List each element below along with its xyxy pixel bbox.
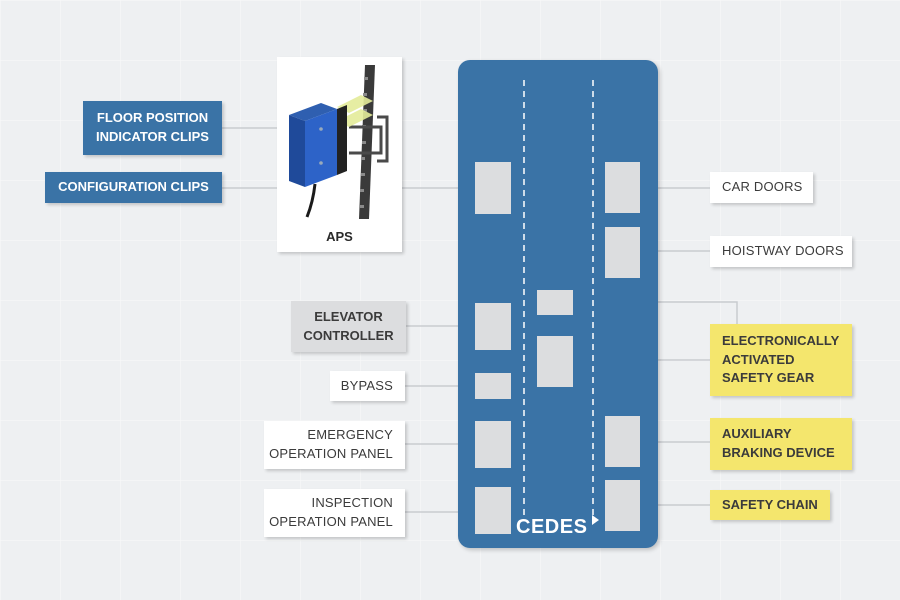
elevator-controller-box: ELEVATOR CONTROLLER <box>291 301 406 352</box>
safety-gear-label-line2: ACTIVATED <box>722 351 795 367</box>
elevator-controller-label-line2: CONTROLLER <box>303 327 394 343</box>
mounting-bracket <box>349 115 389 163</box>
emergency-label-line2: OPERATION PANEL <box>269 446 393 461</box>
configuration-clips-label: CONFIGURATION CLIPS <box>58 179 209 195</box>
car-doors-box: CAR DOORS <box>710 172 813 203</box>
slot-hoistway-doors <box>605 227 640 278</box>
slot-bypass <box>475 373 511 399</box>
auxiliary-label-line1: AUXILIARY <box>722 426 792 442</box>
aps-sensor-card: APS <box>277 57 402 252</box>
slot-emergency <box>475 421 511 468</box>
floor-position-label-line2: INDICATOR CLIPS <box>96 129 209 144</box>
bypass-box: BYPASS <box>330 371 405 401</box>
safety-chain-box: SAFETY CHAIN <box>710 490 830 520</box>
slot-inspection <box>475 487 511 534</box>
safety-gear-box: ELECTRONICALLY ACTIVATED SAFETY GEAR <box>710 324 852 396</box>
slot-controller <box>475 303 511 350</box>
car-doors-label: CAR DOORS <box>722 179 803 195</box>
auxiliary-braking-box: AUXILIARY BRAKING DEVICE <box>710 418 852 470</box>
floor-position-clips-box: FLOOR POSITION INDICATOR CLIPS <box>83 101 222 155</box>
hoistway-doors-box: HOISTWAY DOORS <box>710 236 852 267</box>
slot-aps <box>475 162 511 214</box>
configuration-clips-box: CONFIGURATION CLIPS <box>45 172 222 203</box>
code-tape <box>359 65 375 219</box>
safety-chain-label: SAFETY CHAIN <box>722 496 818 512</box>
safety-gear-label-line3: SAFETY GEAR <box>722 370 815 386</box>
floor-position-label-line1: FLOOR POSITION <box>96 110 209 126</box>
aps-sensor-illustration <box>289 65 389 219</box>
emergency-operation-panel-box: EMERGENCY OPERATION PANEL <box>264 421 405 469</box>
slot-car-doors <box>605 162 640 213</box>
auxiliary-label-line2: BRAKING DEVICE <box>722 445 835 460</box>
aps-label: APS <box>326 229 353 244</box>
inspection-operation-panel-box: INSPECTION OPERATION PANEL <box>264 489 405 537</box>
inspection-label-line1: INSPECTION <box>311 495 393 511</box>
slot-safety-gear <box>537 336 573 387</box>
slot-safety-chain <box>605 480 640 531</box>
inspection-label-line2: OPERATION PANEL <box>269 514 393 529</box>
aps-sensor-body <box>289 103 347 187</box>
bypass-label: BYPASS <box>340 377 393 393</box>
safety-gear-label-line1: ELECTRONICALLY <box>722 332 840 348</box>
elevator-controller-label-line1: ELEVATOR <box>314 308 383 324</box>
sensor-cable <box>305 183 317 218</box>
slot-safety-gear-top <box>537 290 573 315</box>
emergency-label-line1: EMERGENCY <box>307 427 393 443</box>
hoistway-doors-label: HOISTWAY DOORS <box>722 243 844 259</box>
cedes-logo-arrow-icon <box>592 515 599 525</box>
slot-auxiliary <box>605 416 640 467</box>
cedes-logo: CEDES <box>516 516 588 538</box>
